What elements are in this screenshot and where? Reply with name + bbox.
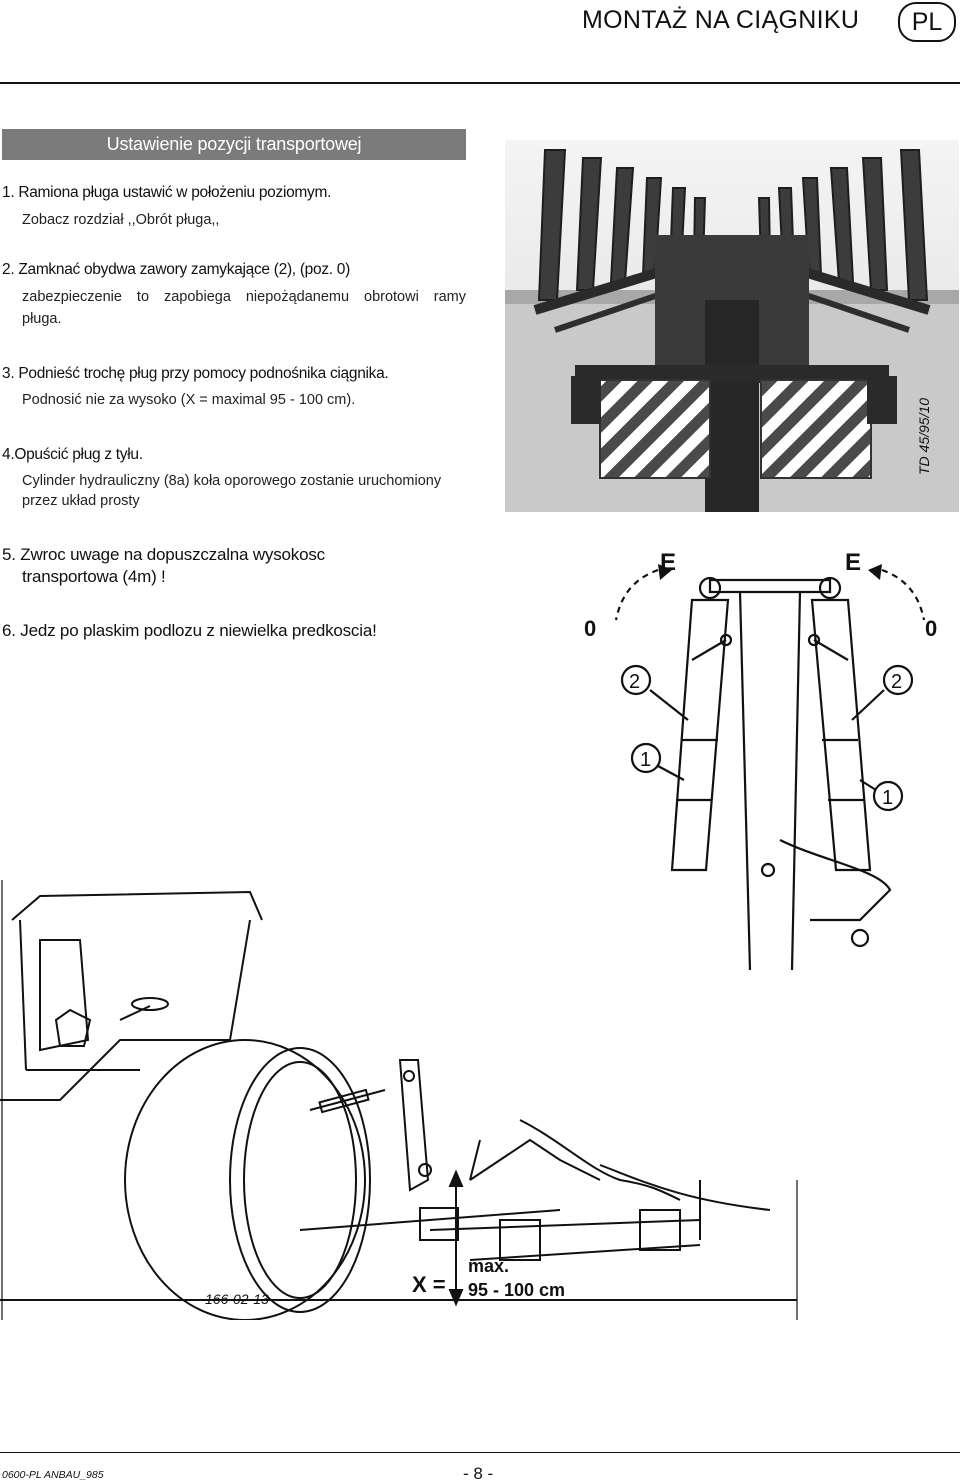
tractor-diagram: 166-02-13 X = max. 95 - 100 cm xyxy=(0,880,798,1320)
dimension-range-label: 95 - 100 cm xyxy=(468,1280,565,1300)
label-e-right: E xyxy=(845,549,861,576)
step-2-title: 2. Zamknać obydwa zawory zamykające (2),… xyxy=(2,261,350,278)
step-2-body-line2: pługa. xyxy=(22,311,62,327)
step-5-title-line2: transportowa (4m) ! xyxy=(22,567,166,586)
footer-divider xyxy=(0,1452,960,1453)
section-title: Ustawienie pozycji transportowej xyxy=(106,134,362,154)
step-4-title: 4.Opuścić pług z tyłu. xyxy=(2,446,143,463)
step-2-body-line1: zabezpieczenie to zapobiega niepożądanem… xyxy=(22,289,466,305)
plough-rear-photo: TD 45/95/10 xyxy=(505,140,959,512)
page-title: MONTAŻ NA CIĄGNIKU xyxy=(582,6,860,34)
step-1-title: 1. Ramiona pługa ustawić w położeniu poz… xyxy=(2,184,332,201)
label-0-left: 0 xyxy=(584,616,596,641)
step-5-title-line1: 5. Zwroc uwage na dopuszczalna wysokosc xyxy=(2,545,325,564)
dimension-x-label: X = xyxy=(412,1272,446,1297)
label-1-left: 1 xyxy=(640,749,651,771)
dimension-max-label: max. xyxy=(468,1256,509,1276)
label-2-right: 2 xyxy=(891,671,902,693)
step-4-body-line1: Cylinder hydrauliczny (8a) koła oporoweg… xyxy=(22,473,442,489)
label-2-left: 2 xyxy=(629,671,640,693)
label-1-right: 1 xyxy=(882,787,893,809)
page-number: - 8 - xyxy=(463,1464,494,1483)
photo-stamp: TD 45/95/10 xyxy=(916,398,932,475)
label-0-right: 0 xyxy=(925,616,937,641)
drawing-code: 166-02-13 xyxy=(205,1291,269,1307)
label-e-left: E xyxy=(660,549,676,576)
step-3-title: 3. Podnieść trochę pług przy pomocy podn… xyxy=(2,365,389,382)
language-badge: PL xyxy=(898,2,956,42)
section-heading-bar xyxy=(2,129,466,160)
header-divider xyxy=(0,82,960,84)
step-4-body-line2: przez układ prosty xyxy=(22,493,140,509)
step-1-body: Zobacz rozdział ,,Obrót pługa,, xyxy=(22,212,220,228)
step-6-title: 6. Jedz po plaskim podlozu z niewielka p… xyxy=(2,621,377,640)
hydraulic-schematic: E E 0 0 2 2 1 1 xyxy=(584,549,937,970)
footer-doc-code: 0600-PL ANBAU_985 xyxy=(2,1469,104,1481)
step-3-body: Podnosić nie za wysoko (X = maximal 95 -… xyxy=(22,392,356,408)
